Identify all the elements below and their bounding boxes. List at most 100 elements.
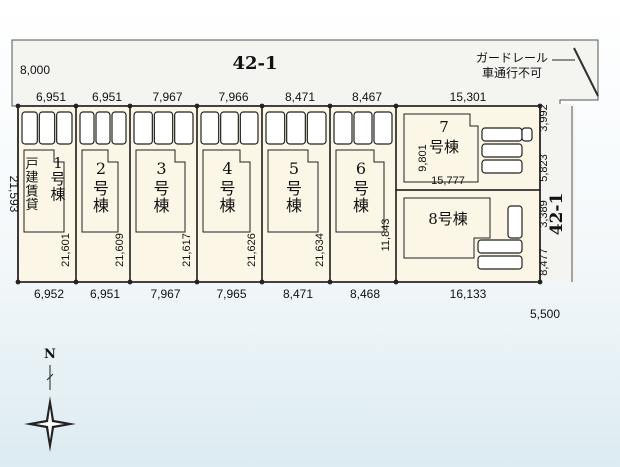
lot-7-suffix: 号棟 xyxy=(429,138,459,156)
boundary-marker xyxy=(259,279,265,285)
parking-space xyxy=(174,111,194,145)
dim-bottom-7: 16,133 xyxy=(450,287,487,301)
parking-space xyxy=(56,111,73,145)
parking-space xyxy=(239,111,259,145)
dim-top-6: 8,467 xyxy=(352,90,382,104)
boundary-marker xyxy=(194,103,200,109)
building-outline xyxy=(81,149,119,233)
dim-bottom-3: 7,967 xyxy=(150,287,180,301)
lot-5-suffix: 号棟 xyxy=(286,179,302,215)
dim-top-4: 7,966 xyxy=(218,90,248,104)
road-right-width: 5,500 xyxy=(530,307,560,321)
parking-space xyxy=(477,255,523,270)
lot-4-suffix: 号棟 xyxy=(219,179,235,215)
lot-7-bottom-side: 15,777 xyxy=(431,175,465,187)
boundary-marker xyxy=(327,279,333,285)
parking-space xyxy=(265,111,286,145)
dim-bottom-6: 8,468 xyxy=(350,287,380,301)
building-outline xyxy=(335,149,385,233)
road-right xyxy=(540,104,575,282)
dim-top-7: 15,301 xyxy=(450,90,487,104)
lot-2-number: 2 xyxy=(96,159,106,178)
lot-4-depth: 21,626 xyxy=(246,233,258,267)
parking-space xyxy=(38,111,56,145)
building-outline xyxy=(267,149,319,233)
parking-space xyxy=(79,111,95,145)
lot-5-number: 5 xyxy=(289,159,299,178)
dim-bottom-5: 8,471 xyxy=(283,287,313,301)
lot-6-suffix: 号棟 xyxy=(353,179,369,215)
parking-space xyxy=(481,143,523,158)
lot-8-label: 8号棟 xyxy=(428,210,468,228)
boundary-marker xyxy=(194,279,200,285)
dim-bottom-2: 6,951 xyxy=(90,287,120,301)
lot-6-number: 6 xyxy=(356,159,366,178)
lot-7-left-side: 9,801 xyxy=(417,144,429,172)
lot-3-depth: 21,617 xyxy=(181,233,193,267)
boundary-marker xyxy=(393,103,399,109)
lot-8 xyxy=(395,189,541,283)
lot-1-depth: 21,601 xyxy=(60,233,72,267)
parking-space xyxy=(353,111,373,145)
building-outline xyxy=(23,149,65,233)
north-label: N xyxy=(44,347,56,362)
lot-3-number: 3 xyxy=(156,159,166,178)
lot-2-depth: 21,609 xyxy=(114,233,126,267)
road-top xyxy=(11,39,599,107)
road-top-width: 8,000 xyxy=(20,63,50,77)
parking-space xyxy=(481,127,523,142)
boundary-marker xyxy=(73,279,79,285)
boundary-marker xyxy=(259,103,265,109)
building-outline xyxy=(202,149,251,233)
building-outline xyxy=(403,113,479,183)
road-top-label: 42-1 xyxy=(232,53,277,74)
lot-3-suffix: 号棟 xyxy=(153,179,169,215)
parking-space xyxy=(373,111,393,145)
boundary-marker xyxy=(15,103,21,109)
no-vehicle-label: 車通行不可 xyxy=(482,66,542,80)
parking-space xyxy=(507,205,523,239)
lot-7-right-bottom: 5,823 xyxy=(538,154,550,182)
parking-space xyxy=(200,111,220,145)
lot-6-depth: 11,843 xyxy=(380,219,392,252)
lot-8-right-top: 3,389 xyxy=(538,200,550,228)
lot-2-suffix: 号棟 xyxy=(93,179,109,215)
dim-top-1: 6,951 xyxy=(36,90,66,104)
guardrail-line xyxy=(573,47,599,97)
dim-top-5: 8,471 xyxy=(285,90,315,104)
lot-4-number: 4 xyxy=(222,159,232,178)
parking-space xyxy=(477,239,523,254)
dim-bottom-4: 7,965 xyxy=(216,287,246,301)
parking-space xyxy=(220,111,239,145)
lot-5-depth: 21,634 xyxy=(314,233,326,267)
parking-space xyxy=(21,111,38,145)
dim-top-2: 6,951 xyxy=(92,90,122,104)
lot-1-note: 戸建賃貸 xyxy=(25,157,38,213)
dim-bottom-1: 6,952 xyxy=(34,287,64,301)
dim-left: 21,593 xyxy=(7,176,21,213)
dim-top-3: 7,967 xyxy=(152,90,182,104)
parking-space xyxy=(133,111,153,145)
parking-space xyxy=(481,159,523,174)
parking-space xyxy=(306,111,327,145)
parking-space xyxy=(286,111,306,145)
lot-7-right-top: 3,992 xyxy=(538,104,550,132)
guardrail-label: ガードレール xyxy=(476,51,548,65)
building-outline xyxy=(403,197,491,259)
boundary-marker xyxy=(127,103,133,109)
north-arrow: N xyxy=(24,347,76,452)
parking-space xyxy=(153,111,174,145)
building-outline xyxy=(135,149,186,233)
boundary-marker xyxy=(15,279,21,285)
parking-space xyxy=(111,111,127,145)
lot-8-right-bottom: 8,477 xyxy=(538,248,550,276)
boundary-marker xyxy=(393,279,399,285)
boundary-marker xyxy=(327,103,333,109)
road-right-label: 42-1 xyxy=(547,193,567,236)
parking-space xyxy=(95,111,111,145)
boundary-marker xyxy=(537,103,543,109)
boundary-marker xyxy=(73,103,79,109)
boundary-marker xyxy=(537,279,543,285)
